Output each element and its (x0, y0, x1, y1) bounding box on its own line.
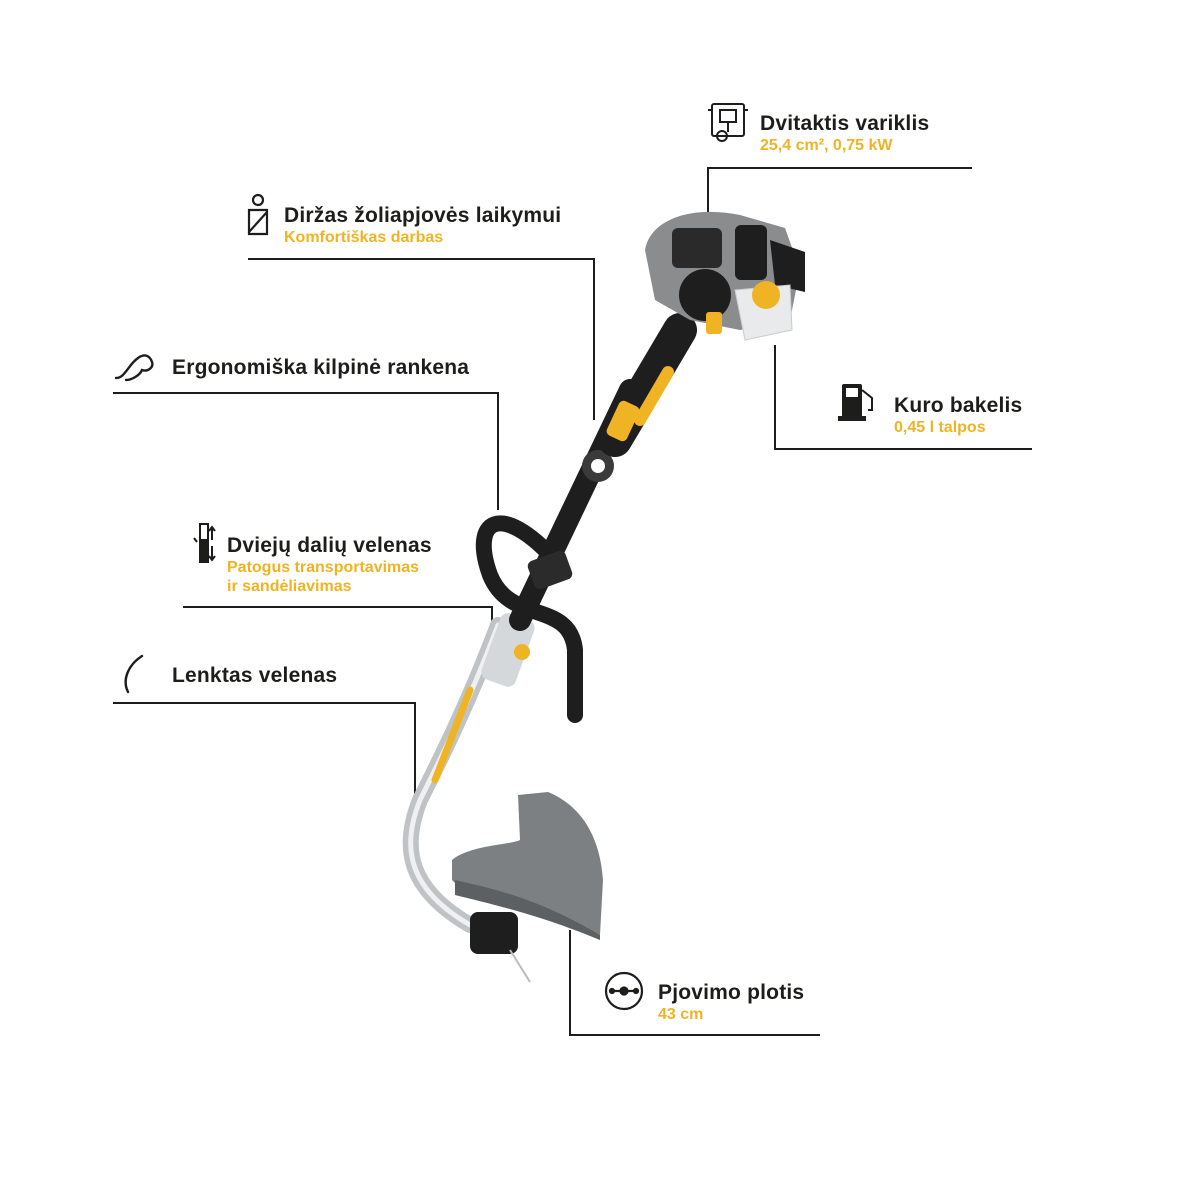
shaft-subtitle-line1: Patogus transportavimas (227, 559, 420, 576)
fuel-callout: Kuro bakelis 0,45 l talpos (894, 394, 1022, 437)
loop-handle (475, 515, 583, 723)
harness-belt-icon (247, 193, 269, 236)
handle-callout: Ergonomiška kilpinė rankena (172, 356, 469, 380)
trimmer-body (402, 211, 805, 983)
engine-title: Dvitaktis variklis (760, 112, 930, 135)
leader-lines (113, 167, 1032, 1036)
engine-subtitle: 25,4 cm², 0,75 kW (760, 137, 893, 154)
shaft-leader-line (183, 606, 493, 630)
cutting-subtitle: 43 cm (658, 1006, 704, 1023)
belt-callout: Diržas žoliapjovės laikymui Komfortiškas… (284, 204, 561, 247)
fuel-subtitle: 0,45 l talpos (894, 419, 986, 436)
cutting-title: Pjovimo plotis (658, 981, 805, 1004)
shaft-subtitle-line2: ir sandėliavimas (227, 578, 352, 595)
cutting-callout: Pjovimo plotis 43 cm (658, 981, 804, 1024)
engine-leader-line (707, 167, 972, 230)
belt-subtitle: Komfortiškas darbas (284, 229, 444, 246)
curved-callout: Lenktas velenas (172, 664, 337, 688)
curved-title: Lenktas velenas (172, 664, 338, 687)
belt-leader-line (248, 258, 595, 420)
handle-leader-line (113, 392, 499, 510)
curved-shaft-icon (124, 654, 144, 694)
fuel-leader-line (774, 345, 1032, 450)
engine-callout: Dvitaktis variklis 25,4 cm², 0,75 kW (760, 112, 929, 155)
loop-handle-icon (114, 354, 154, 382)
shaft-title: Dviejų dalių velenas (227, 534, 432, 557)
fuel-pump-icon (838, 384, 873, 421)
engine-piston-icon (708, 103, 748, 142)
split-shaft-icon (193, 523, 216, 563)
shaft-callout: Dviejų dalių velenas Patogus transportav… (227, 534, 432, 596)
fuel-title: Kuro bakelis (894, 394, 1023, 417)
handle-title: Ergonomiška kilpinė rankena (172, 356, 470, 379)
curved-leader-line (113, 702, 416, 795)
cutting-width-icon (604, 971, 644, 1011)
belt-title: Diržas žoliapjovės laikymui (284, 204, 562, 227)
cutting-leader-line (569, 930, 820, 1036)
